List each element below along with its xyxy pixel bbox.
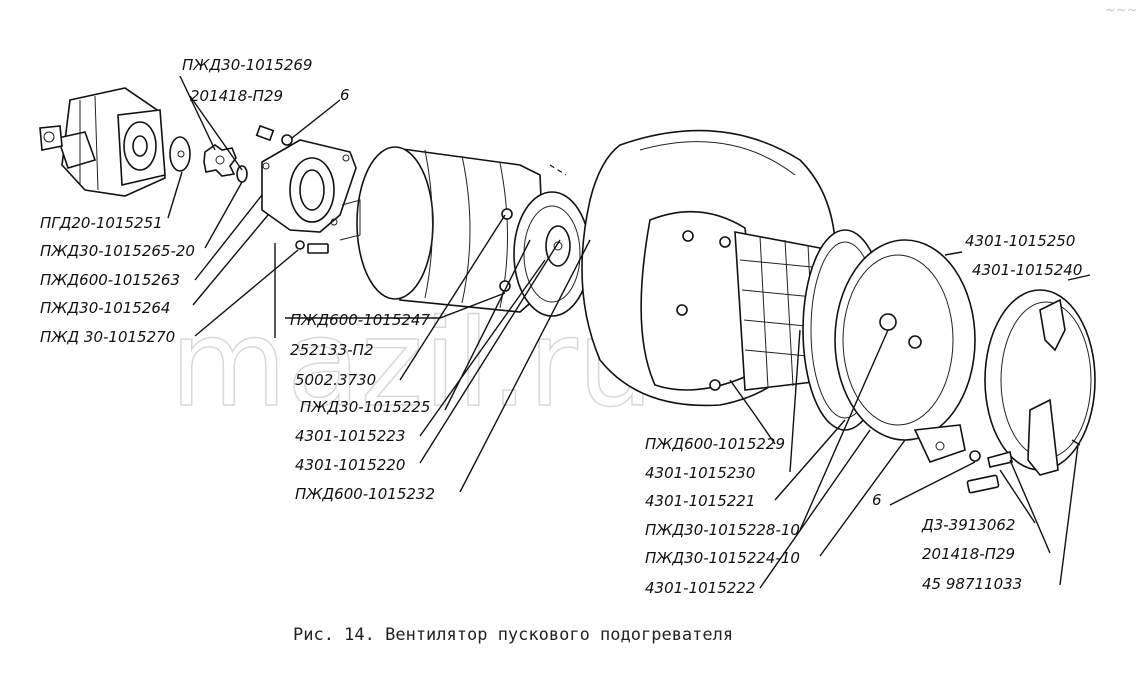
rubber-coupling-part xyxy=(203,144,237,177)
label-6-top: 6 xyxy=(340,86,350,104)
watermark-corner: ~~~ xyxy=(1105,3,1138,18)
washer-part xyxy=(236,165,248,183)
fan-cover-part xyxy=(834,239,976,463)
electric-motor-part xyxy=(339,146,546,313)
label-pzhd600-1015229: ПЖД600-1015229 xyxy=(645,435,785,453)
label-4301-1015240: 4301-1015240 xyxy=(972,261,1082,279)
coupling-disc-part xyxy=(169,136,191,172)
bolt-bottom-part xyxy=(295,240,329,254)
figure-caption: Рис. 14. Вентилятор пускового подогреват… xyxy=(293,625,733,645)
pump-flange-part xyxy=(261,139,357,233)
label-201418-p29-bottom: 201418-П29 xyxy=(922,545,1015,563)
label-45-98711033: 45 98711033 xyxy=(922,575,1022,593)
label-pgd20-1015251: ПГД20-1015251 xyxy=(40,214,163,232)
label-pzhd30-1015264: ПЖД30-1015264 xyxy=(40,299,170,317)
label-4301-1015222: 4301-1015222 xyxy=(645,579,755,597)
label-pzhd600-1015247: ПЖД600-1015247 xyxy=(290,311,430,329)
label-pzhd30-1015224-10: ПЖД30-1015224-10 xyxy=(645,549,800,567)
label-pzhd30-1015269: ПЖД30-1015269 xyxy=(182,56,312,74)
label-pzhd30-1015225: ПЖД30-1015225 xyxy=(300,398,430,416)
damper-screw-part xyxy=(966,439,1081,494)
label-4301-1015220: 4301-1015220 xyxy=(295,456,405,474)
pump-part xyxy=(39,87,166,197)
label-d3-3913062: Д3-3913062 xyxy=(921,516,1015,534)
label-4301-1015230: 4301-1015230 xyxy=(645,464,755,482)
label-pzhd30-1015228-10: ПЖД30-1015228-10 xyxy=(645,521,800,539)
label-5002-3730: 5002.3730 xyxy=(295,371,376,389)
air-damper-part xyxy=(984,289,1096,476)
bolt-top-part xyxy=(255,124,293,146)
label-pzhd600-1015232: ПЖД600-1015232 xyxy=(295,485,435,503)
label-pzhd600-1015263: ПЖД600-1015263 xyxy=(40,271,180,289)
label-4301-1015223: 4301-1015223 xyxy=(295,427,405,445)
label-201418-p29-top: 201418-П29 xyxy=(190,87,283,105)
label-4301-1015250: 4301-1015250 xyxy=(965,232,1075,250)
label-6-bottom: 6 xyxy=(872,491,882,509)
label-252133-p2: 252133-П2 xyxy=(290,341,374,359)
label-pzhd30-1015270: ПЖД 30-1015270 xyxy=(40,328,175,346)
label-4301-1015221: 4301-1015221 xyxy=(645,492,755,510)
label-pzhd30-1015265-20: ПЖД30-1015265-20 xyxy=(40,242,195,260)
